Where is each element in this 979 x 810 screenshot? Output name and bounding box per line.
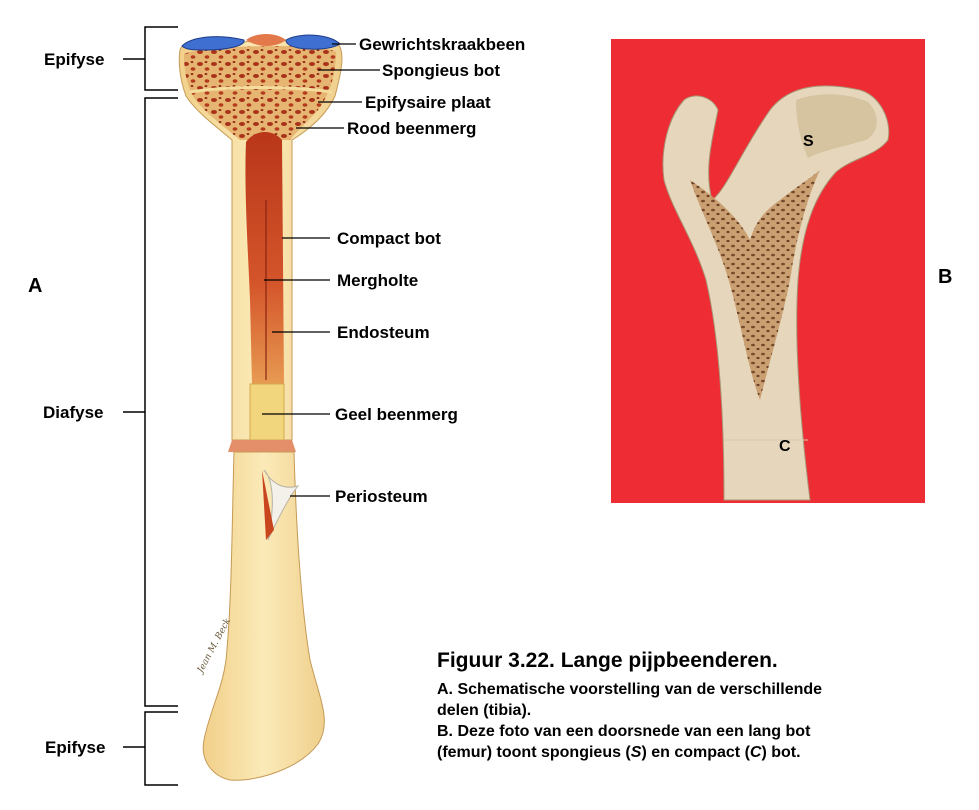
panel-letter-a: A: [28, 275, 43, 297]
region-label-diaphysis: Diafyse: [43, 403, 104, 422]
label-articular-cartilage: Gewrichtskraakbeen: [359, 35, 526, 54]
caption-title: Figuur 3.22. Lange pijpbeenderen.: [437, 649, 778, 672]
bracket-diaphysis: [123, 97, 178, 707]
label-spongy-bone: Spongieus bot: [382, 61, 501, 80]
femur-photo: [611, 39, 925, 503]
caption-line-4-pre: (femur) toont spongieus (: [437, 744, 631, 761]
label-medullary-cavity: Mergholte: [337, 271, 419, 290]
caption-line-4-c: C: [749, 744, 762, 761]
caption-line-1: A. Schematische voorstelling van de vers…: [437, 681, 823, 698]
photo-marker-s: S: [803, 133, 814, 150]
label-yellow-marrow: Geel beenmerg: [335, 405, 458, 424]
caption-line-3: B. Deze foto van een doorsnede van een l…: [437, 723, 811, 740]
photo-marker-c: C: [779, 438, 791, 455]
region-label-epiphysis-top: Epifyse: [44, 50, 105, 69]
tibia-illustration: [178, 34, 343, 781]
label-endosteum: Endosteum: [337, 323, 430, 342]
label-periosteum: Periosteum: [335, 487, 428, 506]
bracket-epiphysis-bottom: [123, 711, 178, 786]
caption-line-2: delen (tibia).: [437, 702, 532, 719]
label-compact-bone: Compact bot: [337, 229, 441, 248]
bracket-epiphysis-top: [123, 26, 178, 91]
caption-line-4-s: S: [630, 744, 642, 761]
leader-lines: [262, 43, 380, 497]
caption-line-4-post: ) bot.: [761, 744, 801, 761]
label-epiphyseal-plate: Epifysaire plaat: [365, 93, 491, 112]
panel-letter-b: B: [938, 266, 953, 288]
figure-caption: Figuur 3.22. Lange pijpbeenderen. A. Sch…: [437, 649, 977, 763]
label-red-marrow: Rood beenmerg: [347, 119, 477, 138]
region-label-epiphysis-bottom: Epifyse: [45, 738, 106, 757]
caption-line-4-mid: ) en compact (: [641, 744, 750, 761]
caption-line-4: (femur) toont spongieus (S) en compact (…: [437, 742, 977, 763]
